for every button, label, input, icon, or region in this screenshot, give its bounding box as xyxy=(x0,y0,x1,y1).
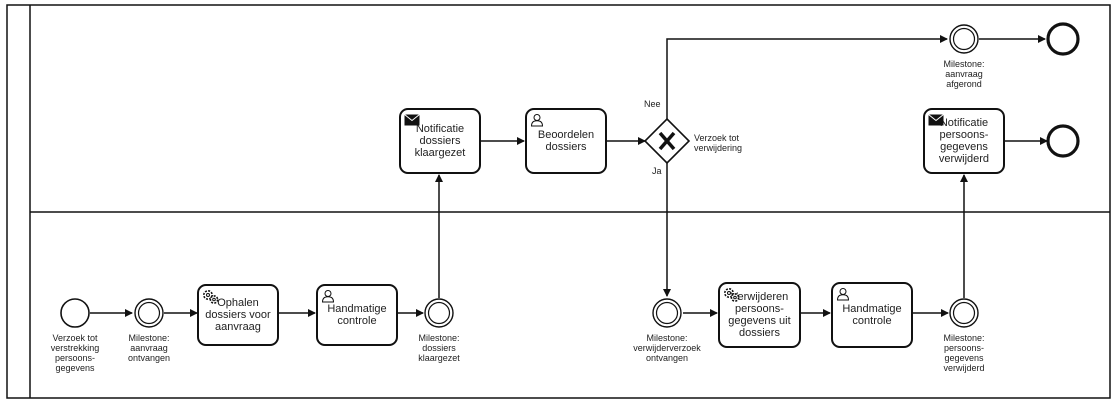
milestone-m3-label: Milestone: verwijderverzoek ontvangen xyxy=(633,333,701,363)
task-notificatie1-label: Notificatie dossiers klaargezet xyxy=(414,123,466,159)
end-event-afgerond xyxy=(1046,22,1080,56)
gateway-nee-label: Nee xyxy=(644,99,661,109)
task-notificatie-verwijderd[interactable]: Notificatie persoons- gegevens verwijder… xyxy=(923,108,1005,174)
task-controle2-label: Handmatige controle xyxy=(842,303,902,327)
task-controle1-label: Handmatige controle xyxy=(327,303,387,327)
envelope-icon xyxy=(928,113,944,131)
milestone-m2-label: Milestone: dossiers klaargezet xyxy=(418,333,460,363)
gear-icon xyxy=(723,287,741,308)
envelope-icon xyxy=(404,113,420,131)
milestone-m5-label: Milestone: aanvraag afgerond xyxy=(943,59,985,89)
task-beoordelen-label: Beoordelen dossiers xyxy=(537,129,595,153)
milestone-m1-label: Milestone: aanvraag ontvangen xyxy=(127,333,171,363)
milestone-m4 xyxy=(949,298,979,328)
task-beoordelen-dossiers[interactable]: Beoordelen dossiers xyxy=(525,108,607,174)
exclusive-gateway xyxy=(643,117,691,165)
start-event xyxy=(60,298,90,328)
user-icon xyxy=(530,113,544,132)
milestone-m3 xyxy=(652,298,682,328)
milestone-m4-label: Milestone: persoons- gegevens verwijderd xyxy=(943,333,985,373)
task-ophalen[interactable]: Ophalen dossiers voor aanvraag xyxy=(197,284,279,346)
milestone-m1 xyxy=(134,298,164,328)
user-icon xyxy=(321,289,335,308)
flow-gateway-nee-to-m5 xyxy=(666,35,948,119)
gateway-ja-label: Ja xyxy=(652,166,662,176)
task-handmatige-controle-2[interactable]: Handmatige controle xyxy=(831,282,913,348)
gateway-label: Verzoek tot verwijdering xyxy=(694,133,743,153)
task-ophalen-label: Ophalen dossiers voor aanvraag xyxy=(205,297,271,333)
task-verwijderen[interactable]: Verwijderen persoons- gegevens uit dossi… xyxy=(718,282,801,348)
gear-icon xyxy=(202,289,220,310)
task-notificatie-klaargezet[interactable]: Notificatie dossiers klaargezet xyxy=(399,108,481,174)
task-verwijderen-label: Verwijderen persoons- gegevens uit dossi… xyxy=(728,291,791,339)
start-event-label: Verzoek tot verstrekking persoons- gegev… xyxy=(50,333,100,373)
milestone-m2 xyxy=(424,298,454,328)
task-notificatie2-label: Notificatie persoons- gegevens verwijder… xyxy=(938,117,990,165)
milestone-m5 xyxy=(949,24,979,54)
pool-border xyxy=(6,4,1111,399)
user-icon xyxy=(836,287,850,306)
end-event-verwijderd xyxy=(1046,124,1080,158)
task-handmatige-controle-1[interactable]: Handmatige controle xyxy=(316,284,398,346)
